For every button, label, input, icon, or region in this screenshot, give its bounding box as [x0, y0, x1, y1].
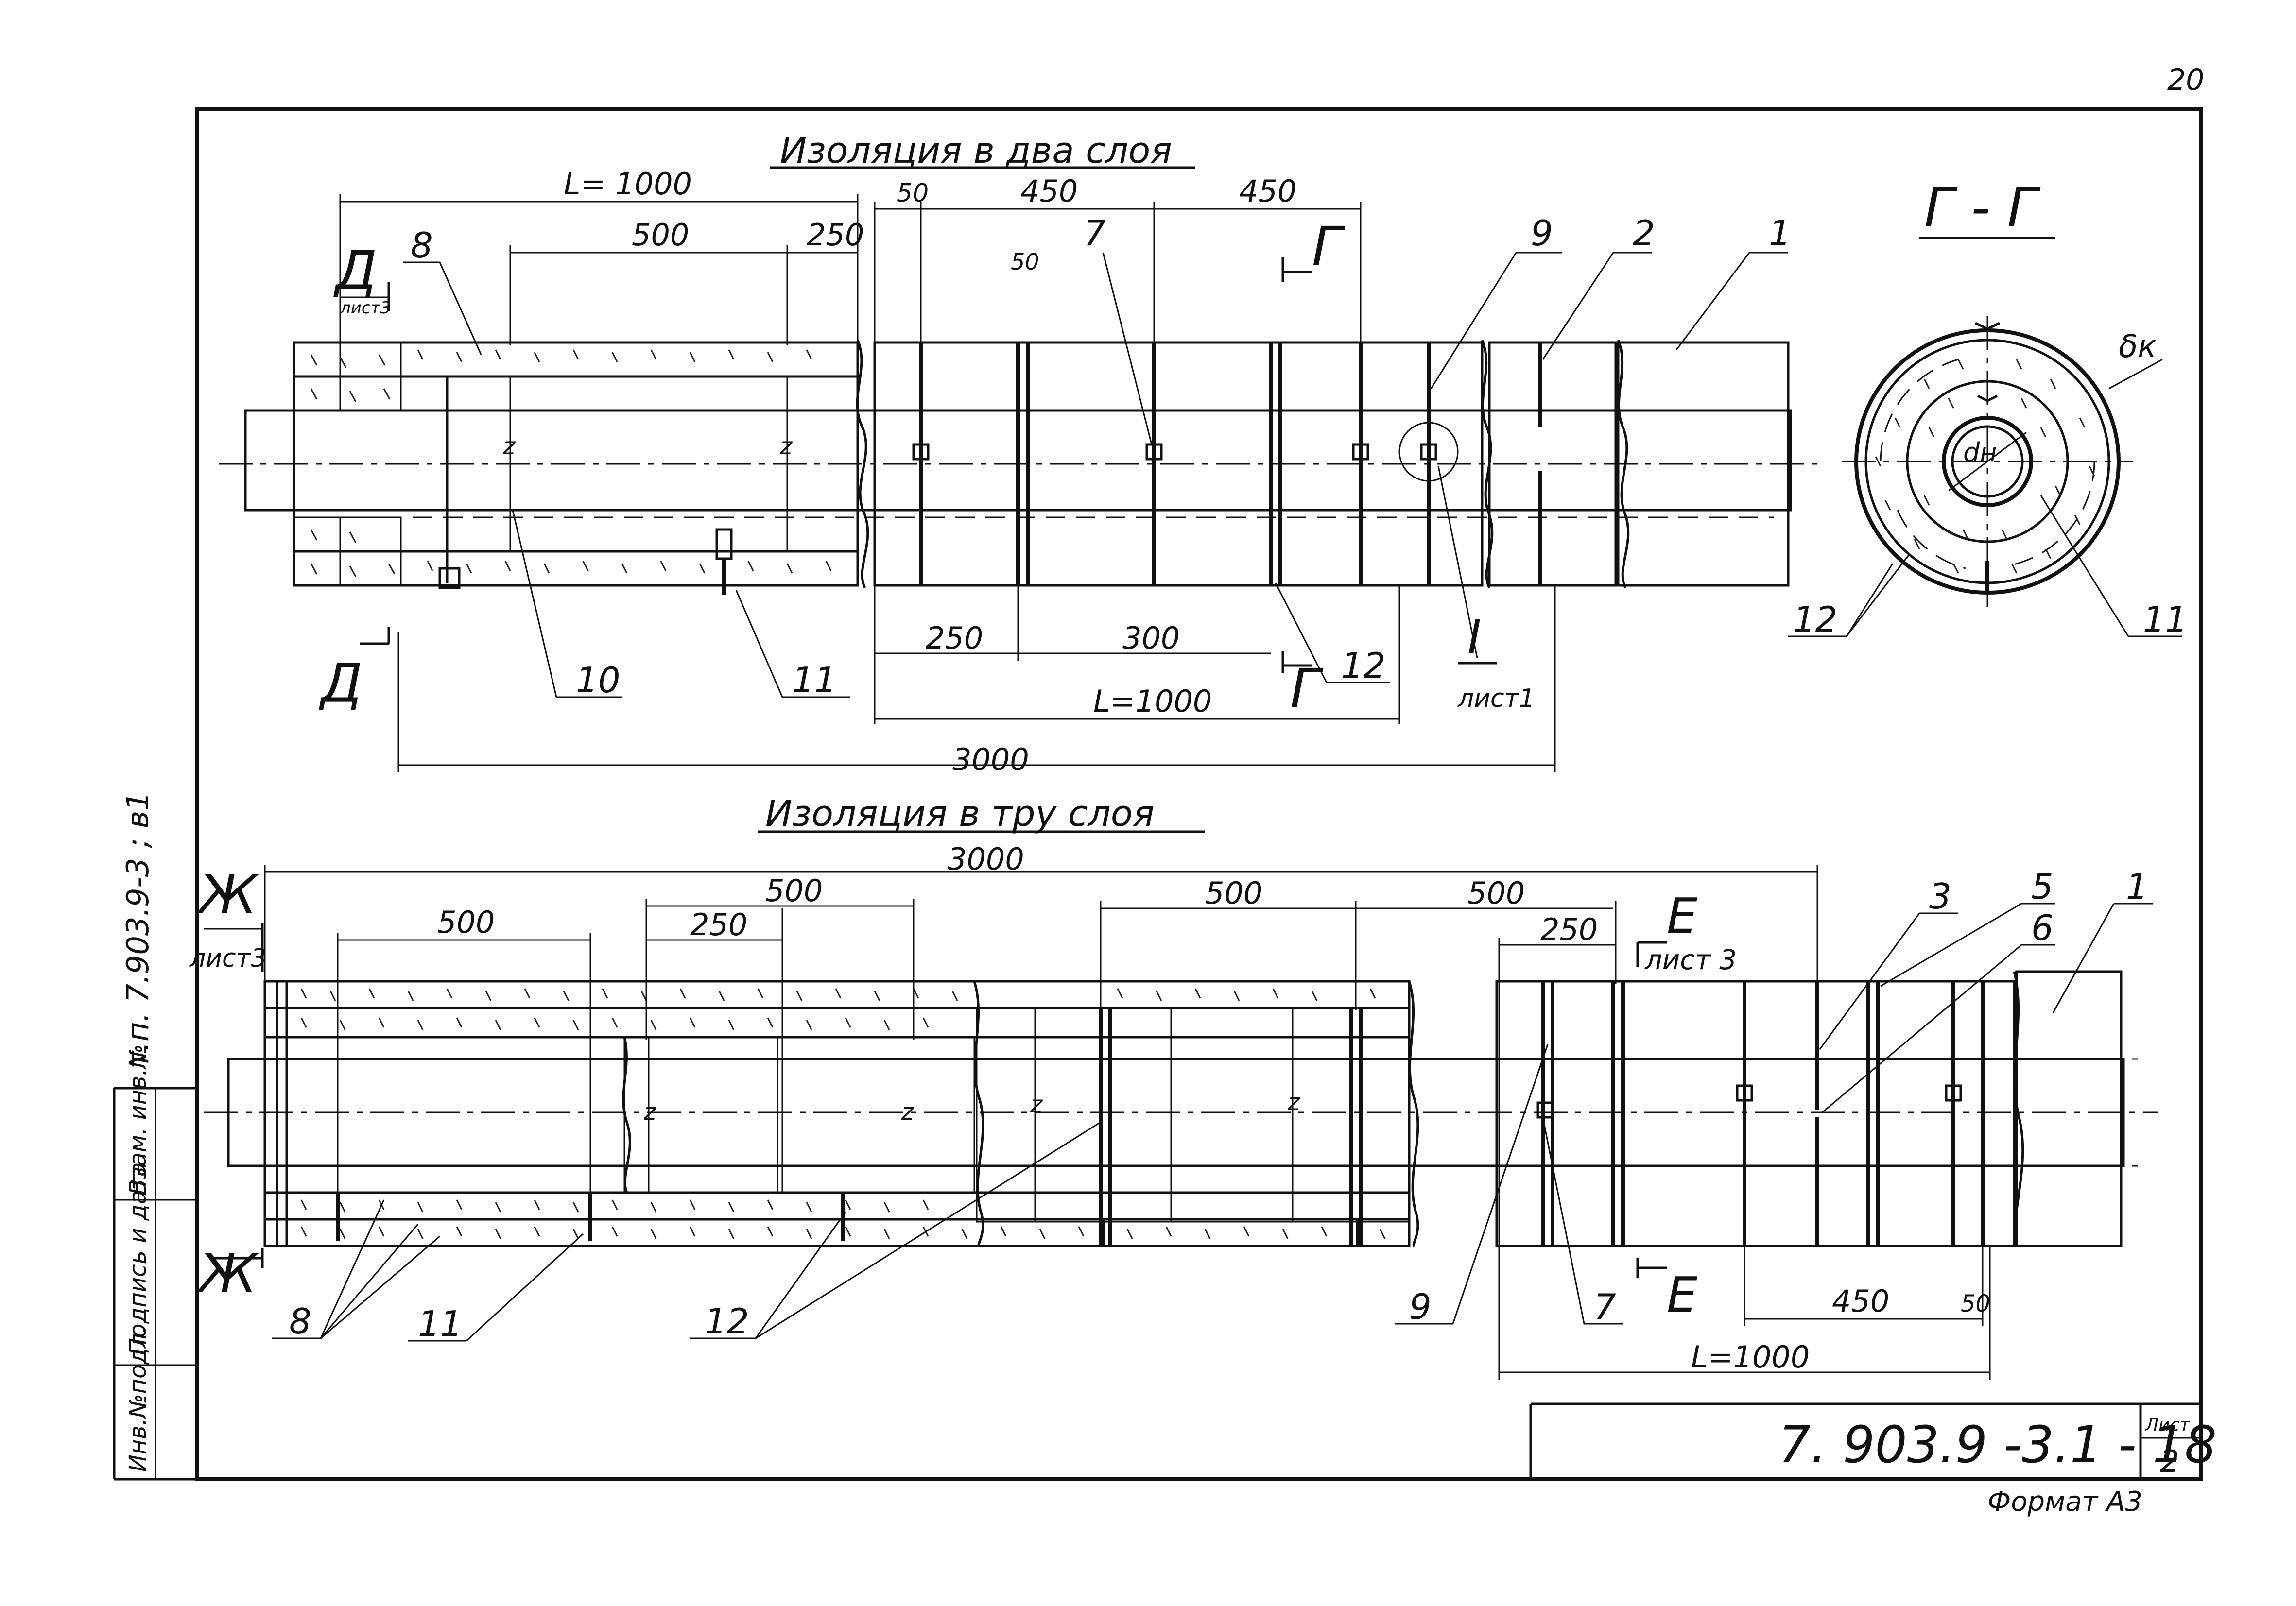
label-upper-1: 1	[1769, 213, 1791, 254]
side-margin: т.п. 7.903.9-3 ; в1 Инв.№подл. Подпись и…	[120, 791, 155, 1472]
upper-section-marks: Д лист3 Д Г Г I лист1	[318, 215, 1535, 719]
upper-dimensions: L= 1000 500 250 50 450 450 50 250 300 L=…	[339, 166, 1556, 777]
dim-lower-3000: 3000	[948, 841, 1024, 877]
label-upper-10: 10	[576, 660, 621, 700]
sheet-label: Лист	[2144, 1415, 2190, 1435]
z-mark-lower-3: z	[1030, 1091, 1043, 1118]
format-label: Формат А3	[1987, 1486, 2142, 1518]
dim-upper-500: 500	[632, 217, 689, 253]
z-mark-lower-4: z	[1287, 1089, 1301, 1116]
section-mark-g-bottom: Г	[1290, 657, 1324, 719]
section-mark-d-bottom: Д	[318, 652, 363, 715]
section-mark-zh-ref: лист3	[189, 944, 267, 973]
dim-upper-3000: 3000	[952, 742, 1029, 777]
lower-section-marks: Ж лист3 Ж Е лист 3 Е	[189, 864, 1737, 1323]
z-mark-upper-2: z	[779, 433, 793, 460]
side-header-inv: Инв.№подл.	[124, 1326, 152, 1472]
dim-upper-250: 250	[807, 217, 864, 253]
label-lower-1: 1	[2126, 866, 2148, 907]
section-mark-zh-top: Ж	[196, 864, 259, 926]
section-mark-g-top: Г	[1312, 215, 1346, 277]
dim-upper-250b: 250	[926, 620, 983, 656]
dim-lower-50: 50	[1961, 1290, 1990, 1317]
label-section-12: 12	[1793, 599, 1838, 640]
label-upper-7: 7	[1084, 213, 1106, 254]
section-mark-e-bottom: Е	[1667, 1266, 1697, 1323]
corner-mark: 20	[2167, 63, 2204, 97]
label-upper-9: 9	[1531, 213, 1553, 254]
label-section-diameter: dн	[1963, 437, 1997, 468]
label-section-11: 11	[2143, 599, 2188, 640]
title-two-layers: Изоляция в два слоя	[780, 130, 1172, 171]
label-upper-8: 8	[411, 225, 433, 266]
upper-labels: 8 7 9 2 1 10 11 12 z z	[403, 213, 1791, 700]
section-hatching	[1875, 359, 2095, 574]
dim-upper-300: 300	[1122, 620, 1180, 656]
label-lower-12: 12	[705, 1301, 749, 1342]
detail-ref: лист1	[1457, 684, 1535, 713]
z-mark-lower-2: z	[901, 1098, 915, 1126]
dim-lower-500c: 500	[1205, 875, 1262, 911]
sheet-frame	[113, 107, 2203, 1481]
dim-lower-250a: 250	[690, 907, 747, 942]
lower-hatching	[300, 988, 1386, 1239]
label-section-thickness: δк	[2119, 329, 2157, 365]
label-upper-2: 2	[1633, 213, 1655, 254]
dim-lower-250b: 250	[1540, 912, 1598, 947]
label-lower-5: 5	[2031, 866, 2054, 907]
upper-pipe	[219, 340, 1817, 595]
dim-lower-500b: 500	[765, 873, 823, 908]
z-mark-lower-1: z	[643, 1098, 657, 1126]
doc-code: 7. 903.9 -3.1 - 18	[1778, 1415, 2217, 1474]
label-lower-7: 7	[1594, 1286, 1616, 1327]
section-mark-e-ref: лист 3	[1644, 944, 1737, 976]
lower-labels: 3 5 6 1 8 11 12 9 7 z z z z	[272, 866, 2153, 1344]
dim-upper-L2: L=1000	[1093, 683, 1212, 719]
lower-dimensions: 3000 500 500 250 500 500 250 450 50 L=10…	[264, 841, 1991, 1380]
section-view	[1842, 316, 2163, 607]
dim-upper-L1: L= 1000	[564, 166, 692, 202]
dim-upper-50b: 50	[1011, 249, 1039, 275]
dim-lower-500d: 500	[1467, 875, 1525, 911]
label-upper-11: 11	[792, 660, 837, 700]
title-three-layers: Изоляция в тру слоя	[765, 793, 1155, 835]
section-mark-zh-bottom: Ж	[196, 1243, 259, 1305]
label-lower-8: 8	[289, 1301, 311, 1342]
sheet-number: 2	[2160, 1444, 2179, 1479]
label-lower-9: 9	[1409, 1286, 1432, 1327]
side-header-replace: Взам. инв.№	[124, 1044, 152, 1195]
dim-lower-L: L=1000	[1691, 1339, 1810, 1375]
section-title: Г - Г	[1924, 176, 2041, 239]
label-lower-11: 11	[418, 1303, 463, 1344]
side-header-sign: Подпись и дата	[124, 1162, 152, 1355]
upper-hatching	[310, 349, 832, 577]
section-mark-d-top: Д	[333, 239, 377, 302]
dim-upper-450a: 450	[1020, 173, 1078, 209]
dim-lower-450: 450	[1832, 1283, 1889, 1319]
z-mark-upper-1: z	[502, 433, 516, 460]
section-labels: δк dн 12 11	[1788, 329, 2188, 640]
section-mark-d-ref: лист3	[340, 298, 391, 318]
title-block: 7. 903.9 -3.1 - 18 Лист 2 Формат А3	[1778, 1415, 2217, 1518]
lower-pipe	[204, 908, 2158, 1247]
dim-upper-50: 50	[897, 179, 929, 208]
dim-upper-450b: 450	[1239, 173, 1296, 209]
label-upper-12: 12	[1341, 645, 1386, 686]
label-lower-6: 6	[2031, 907, 2054, 948]
label-lower-3: 3	[1929, 876, 1951, 917]
section-mark-e-top: Е	[1667, 888, 1697, 944]
side-ref: т.п. 7.903.9-3 ; в1	[120, 791, 155, 1069]
dim-lower-500a: 500	[437, 905, 495, 940]
